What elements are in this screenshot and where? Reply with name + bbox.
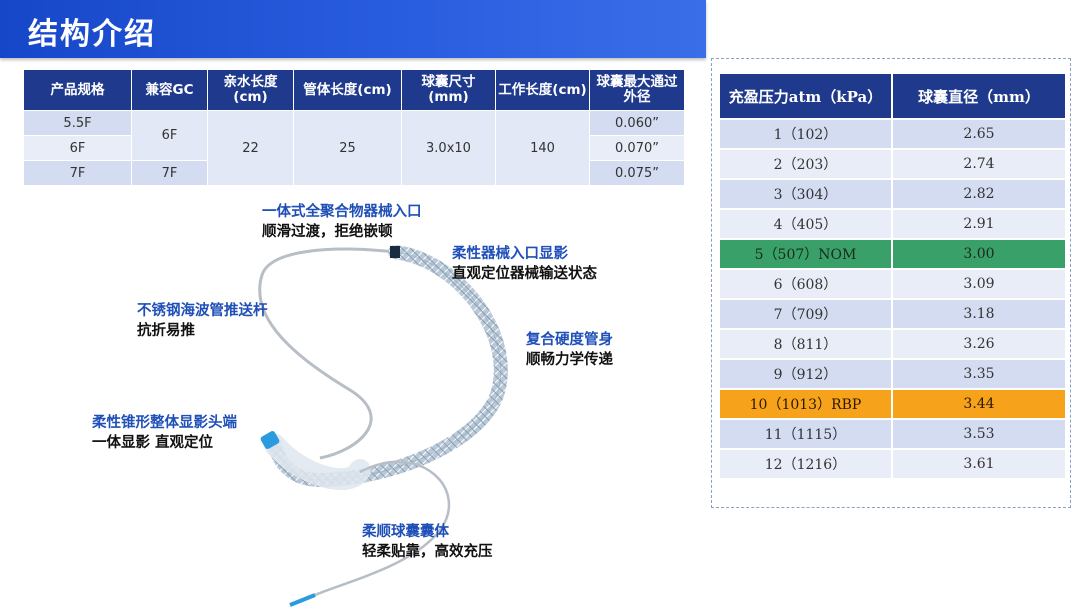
- callout-heading: 柔性器械入口显影: [452, 246, 568, 262]
- title-bar: 结构介绍: [0, 0, 706, 58]
- od-cell: 0.075”: [589, 160, 685, 186]
- callout-tip: 柔性锥形整体显影头端 一体显影 直观定位: [92, 413, 237, 453]
- diameter-cell: 3.09: [891, 268, 1067, 300]
- pressure-cell: 5（507）NOM: [718, 238, 893, 270]
- callout-heading: 不锈钢海波管推送杆: [137, 303, 268, 319]
- catheter-illustration: [258, 245, 508, 607]
- spec-header-cell: 兼容GC: [131, 69, 208, 111]
- gc-cell: 6F: [131, 110, 208, 161]
- pressure-cell: 12（1216）: [718, 448, 893, 480]
- pressure-header-cell: 充盈压力atm（kPa）: [718, 72, 893, 120]
- table-row: 6F 0.070”: [23, 135, 685, 161]
- diameter-cell: 3.18: [891, 298, 1067, 330]
- radiopaque-tip: [260, 431, 280, 449]
- table-row: 9（912）3.35: [718, 358, 1067, 390]
- callout-visible-entry: 柔性器械入口显影 直观定位器械输送状态: [452, 244, 597, 284]
- spec-header-cell: 亲水长度(cm): [207, 69, 294, 111]
- pressure-header-row: 充盈压力atm（kPa） 球囊直径（mm）: [718, 72, 1067, 120]
- callout-entry: 一体式全聚合物器械入口 顺滑过渡，拒绝嵌顿: [262, 202, 422, 242]
- size-cell: 5.5F: [23, 110, 132, 136]
- table-row: 1（102）2.65: [718, 118, 1067, 150]
- spec-header-row: 产品规格 兼容GC 亲水长度(cm) 管体长度(cm) 球囊尺寸(mm) 工作长…: [23, 69, 685, 111]
- proximal-hub: [289, 593, 316, 607]
- balloon-body: [264, 434, 371, 490]
- table-row: 2（203）2.74: [718, 148, 1067, 180]
- callout-subtext: 抗折易推: [137, 323, 195, 339]
- diameter-cell: 3.35: [891, 358, 1067, 390]
- callout-hypotube: 不锈钢海波管推送杆 抗折易推: [137, 301, 268, 341]
- diameter-cell: 3.44: [891, 388, 1067, 420]
- spec-table: 产品规格 兼容GC 亲水长度(cm) 管体长度(cm) 球囊尺寸(mm) 工作长…: [23, 69, 685, 186]
- callout-heading: 复合硬度管身: [526, 332, 613, 348]
- table-row: 11（1115）3.53: [718, 418, 1067, 450]
- hypotube-wire: [258, 247, 396, 460]
- callout-subtext: 顺滑过渡，拒绝嵌顿: [262, 224, 393, 240]
- distal-wire: [299, 460, 451, 604]
- diameter-cell: 2.65: [891, 118, 1067, 150]
- pressure-cell: 2（203）: [718, 148, 893, 180]
- callout-subtext: 直观定位器械输送状态: [452, 266, 597, 282]
- pressure-cell: 7（709）: [718, 298, 893, 330]
- gc-cell: 7F: [131, 160, 208, 186]
- pressure-cell: 6（608）: [718, 268, 893, 300]
- od-cell: 0.070”: [589, 135, 685, 161]
- diameter-cell: 2.82: [891, 178, 1067, 210]
- pressure-table: 充盈压力atm（kPa） 球囊直径（mm） 1（102）2.65 2（203）2…: [718, 72, 1067, 480]
- braided-shaft: [268, 245, 508, 488]
- callout-heading: 柔顺球囊囊体: [362, 524, 449, 540]
- pressure-cell: 3（304）: [718, 178, 893, 210]
- shaft-length-cell: 25: [293, 110, 402, 186]
- table-row: 6（608）3.09: [718, 268, 1067, 300]
- pressure-cell: 8（811）: [718, 328, 893, 360]
- spec-header-cell: 工作长度(cm): [495, 69, 590, 111]
- table-row: 3（304）2.82: [718, 178, 1067, 210]
- callout-shaft: 复合硬度管身 顺畅力学传递: [526, 330, 613, 370]
- table-row: 12（1216）3.61: [718, 448, 1067, 480]
- spec-header-cell: 管体长度(cm): [293, 69, 402, 111]
- diameter-cell: 3.26: [891, 328, 1067, 360]
- diameter-cell: 3.61: [891, 448, 1067, 480]
- callout-heading: 一体式全聚合物器械入口: [262, 204, 422, 220]
- pressure-cell: 10（1013）RBP: [718, 388, 893, 420]
- callout-subtext: 一体显影 直观定位: [92, 435, 214, 451]
- table-row: 4（405）2.91: [718, 208, 1067, 240]
- callout-balloon: 柔顺球囊囊体 轻柔贴靠，高效充压: [362, 522, 493, 562]
- table-row: 8（811）3.26: [718, 328, 1067, 360]
- size-cell: 7F: [23, 160, 132, 186]
- balloon-size-cell: 3.0x10: [401, 110, 496, 186]
- table-row: 7（709）3.18: [718, 298, 1067, 330]
- spec-header-cell: 球囊最大通过外径: [589, 69, 685, 111]
- hydrophilic-length-cell: 22: [207, 110, 294, 186]
- table-row: 5.5F 6F 22 25 3.0x10 140 0.060”: [23, 110, 685, 186]
- spec-header-cell: 产品规格: [23, 69, 132, 111]
- diameter-cell: 3.00: [891, 238, 1067, 270]
- entry-marker: [390, 246, 400, 258]
- working-length-cell: 140: [495, 110, 590, 186]
- page-title: 结构介绍: [28, 17, 156, 52]
- diameter-cell: 3.53: [891, 418, 1067, 450]
- diameter-cell: 2.91: [891, 208, 1067, 240]
- callout-subtext: 顺畅力学传递: [526, 352, 613, 368]
- callout-heading: 柔性锥形整体显影头端: [92, 415, 237, 431]
- pressure-cell: 1（102）: [718, 118, 893, 150]
- size-cell: 6F: [23, 135, 132, 161]
- diameter-cell: 2.74: [891, 148, 1067, 180]
- pressure-cell: 11（1115）: [718, 418, 893, 450]
- od-cell: 0.060”: [589, 110, 685, 136]
- diameter-header-cell: 球囊直径（mm）: [891, 72, 1067, 120]
- pressure-cell: 9（912）: [718, 358, 893, 390]
- pressure-table-frame: [711, 58, 1071, 508]
- callout-subtext: 轻柔贴靠，高效充压: [362, 544, 493, 560]
- table-row: 7F 7F 0.075”: [23, 160, 685, 186]
- spec-header-cell: 球囊尺寸(mm): [401, 69, 496, 111]
- pressure-cell: 4（405）: [718, 208, 893, 240]
